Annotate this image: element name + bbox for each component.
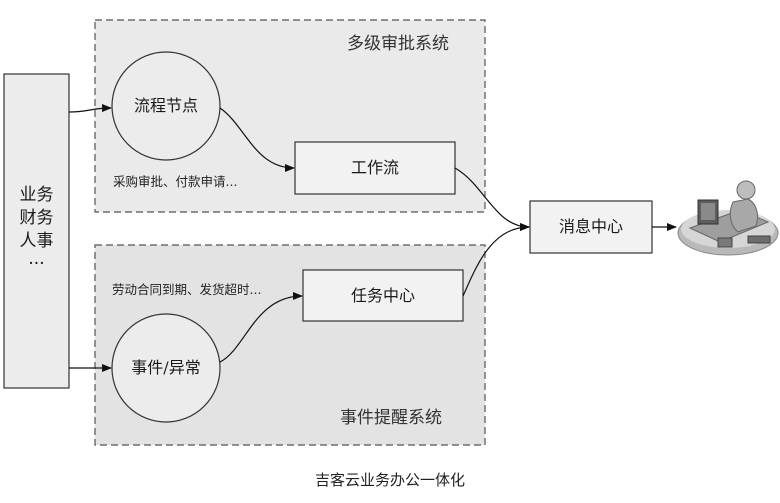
arrow-flow-node-to-workflow	[219, 107, 295, 172]
task-center-label: 任务中心	[350, 286, 415, 305]
arrow-source-to-flow-node	[68, 104, 112, 113]
footer-caption: 吉客云业务办公一体化	[314, 471, 465, 489]
source-line-hr: 人事	[19, 230, 54, 251]
source-line-business: 业务	[19, 185, 54, 205]
flow-node-circle	[111, 51, 221, 161]
message-center-label: 消息中心	[558, 217, 623, 236]
reminder-note: 劳动合同到期、发货超时...	[112, 282, 262, 297]
event-node-circle	[111, 313, 221, 423]
workflow-label: 工作流	[350, 158, 399, 177]
arrow-workflow-to-message-center	[454, 167, 530, 231]
approval-note: 采购审批、付款申请...	[113, 174, 238, 189]
task-center-box	[302, 269, 464, 322]
source-line-finance: 财务	[19, 207, 54, 228]
reminder-system-title: 事件提醒系统	[340, 408, 442, 428]
arrow-event-node-to-task-center	[219, 292, 303, 363]
approval-system-title: 多级审批系统	[347, 34, 449, 54]
flow-node-label: 流程节点	[133, 96, 198, 115]
source-label: 业务 财务 人事 ···	[4, 184, 69, 276]
event-node-label: 事件/异常	[131, 358, 201, 377]
source-box	[3, 73, 70, 389]
source-line-ellipsis: ···	[28, 253, 45, 274]
user-at-computer-icon	[677, 180, 779, 256]
arrow-task-center-to-message-center	[462, 223, 530, 297]
